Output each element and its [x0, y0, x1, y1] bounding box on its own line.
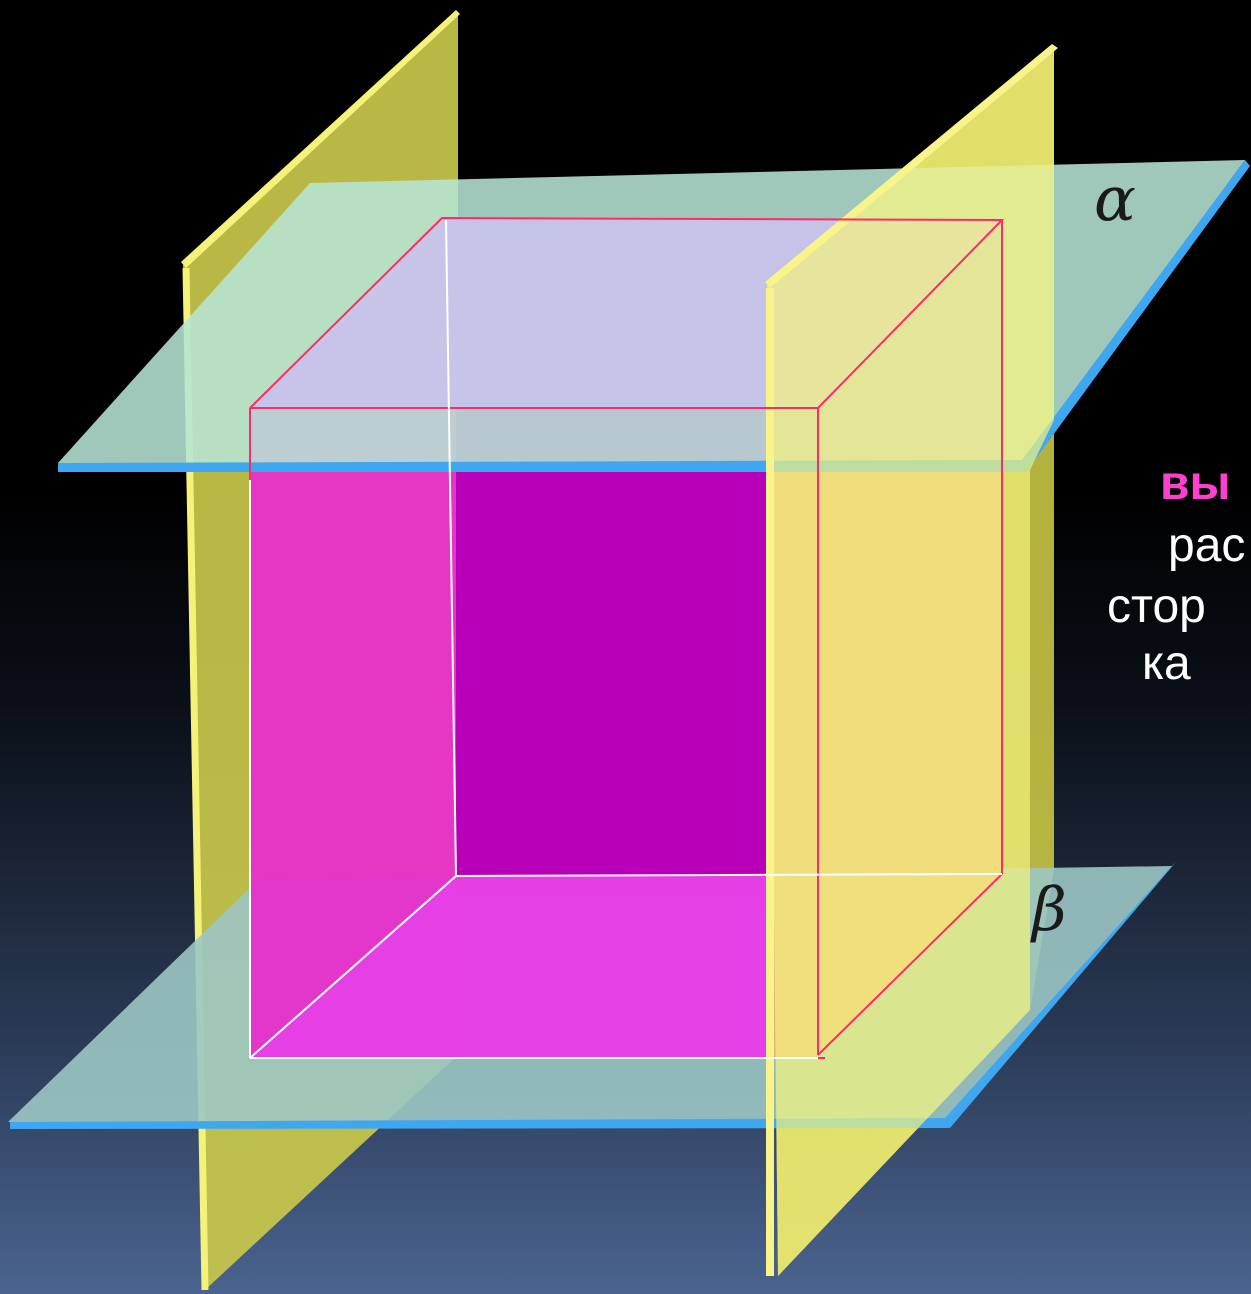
plane-right-vertical-front [765, 44, 1058, 1276]
plane-beta-label: β [1032, 875, 1067, 945]
side-text-line-1: вы [1160, 457, 1231, 510]
plane-alpha-label: α [1094, 162, 1136, 235]
cube-edges [249, 216, 1005, 1059]
cube-hidden-edges [249, 219, 1003, 1059]
side-text-line-4: ка [1142, 637, 1191, 690]
plane-alpha [58, 160, 1250, 472]
side-text-line-3: стор [1107, 580, 1206, 633]
side-text-line-2: рас [1168, 519, 1246, 572]
